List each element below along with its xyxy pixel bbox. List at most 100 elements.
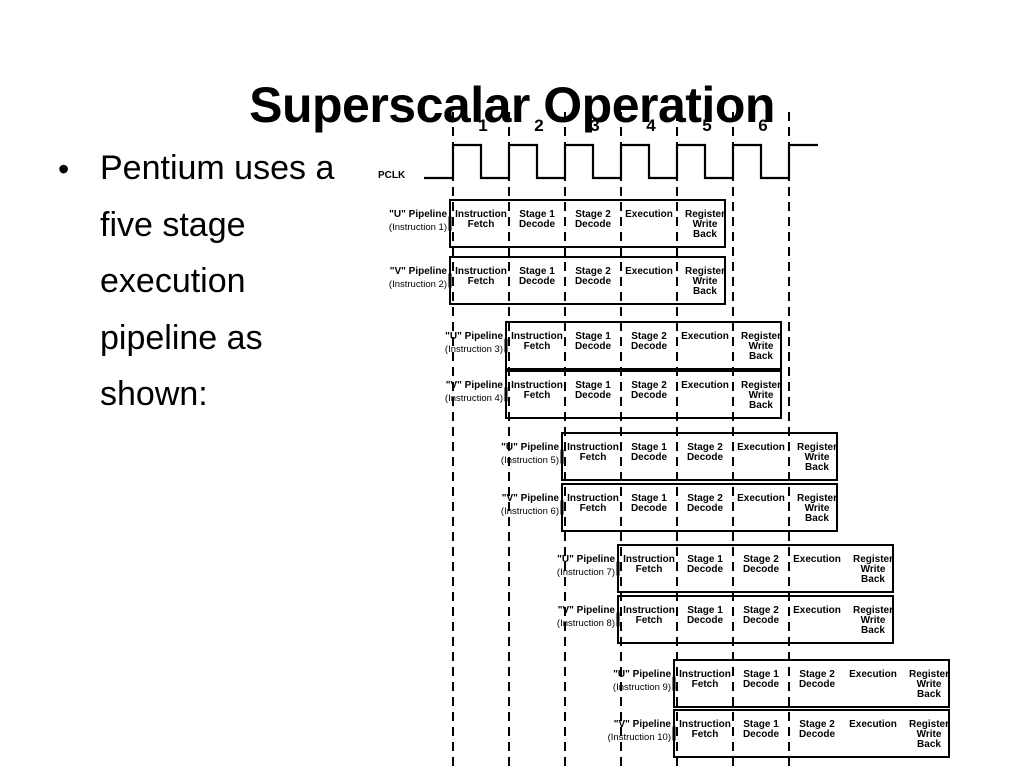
stage-label: Execution bbox=[681, 331, 729, 342]
pipeline-instruction-label: (Instruction 6) bbox=[501, 506, 559, 517]
stage-label: Instruction bbox=[567, 442, 619, 453]
stage-label: Execution bbox=[849, 669, 897, 680]
stage-label: Register bbox=[741, 331, 781, 342]
cycle-number-label: 1 bbox=[478, 116, 487, 135]
stage-label: Back bbox=[917, 689, 941, 700]
stage-label: Decode bbox=[743, 729, 780, 740]
cycle-number-label: 3 bbox=[590, 116, 599, 135]
stage-label: Instruction bbox=[567, 493, 619, 504]
stage-label: Fetch bbox=[580, 503, 607, 514]
stage-label: Instruction bbox=[623, 605, 675, 616]
stage-label: Register bbox=[797, 442, 837, 453]
stage-label: Instruction bbox=[623, 554, 675, 565]
stage-label: Stage 1 bbox=[743, 719, 779, 730]
stage-label: Stage 2 bbox=[799, 669, 835, 680]
stage-label: Instruction bbox=[679, 669, 731, 680]
stage-label: Stage 1 bbox=[519, 209, 555, 220]
stage-label: Stage 2 bbox=[575, 209, 611, 220]
stage-label: Fetch bbox=[636, 564, 663, 575]
slide-title: Superscalar Operation bbox=[249, 76, 775, 133]
cycle-number-label: 2 bbox=[534, 116, 543, 135]
stage-label: Stage 2 bbox=[631, 380, 667, 391]
stage-label: Stage 2 bbox=[743, 605, 779, 616]
stage-label: Register bbox=[797, 493, 837, 504]
stage-label: Stage 2 bbox=[687, 493, 723, 504]
stage-label: Write bbox=[861, 615, 886, 626]
stage-label: Register bbox=[741, 380, 781, 391]
stage-label: Stage 2 bbox=[575, 266, 611, 277]
stage-label: Decode bbox=[575, 219, 612, 230]
pipeline-name-label: "V" Pipeline bbox=[614, 719, 672, 730]
stage-label: Register bbox=[909, 669, 949, 680]
stage-label: Decode bbox=[799, 679, 836, 690]
stage-label: Instruction bbox=[455, 209, 507, 220]
stage-label: Write bbox=[693, 276, 718, 287]
stage-label: Decode bbox=[799, 729, 836, 740]
stage-label: Stage 1 bbox=[631, 493, 667, 504]
stage-label: Back bbox=[861, 625, 885, 636]
stage-label: Back bbox=[805, 462, 829, 473]
stage-label: Back bbox=[805, 513, 829, 524]
stage-label: Back bbox=[749, 400, 773, 411]
stage-label: Write bbox=[693, 219, 718, 230]
stage-label: Write bbox=[861, 564, 886, 575]
stage-label: Decode bbox=[575, 276, 612, 287]
pipeline-instruction-label: (Instruction 2) bbox=[389, 279, 447, 290]
pipeline-name-label: "U" Pipeline bbox=[613, 669, 671, 680]
stage-label: Stage 1 bbox=[631, 442, 667, 453]
stage-label: Back bbox=[693, 286, 717, 297]
stage-label: Decode bbox=[687, 503, 724, 514]
stage-label: Back bbox=[861, 574, 885, 585]
stage-label: Fetch bbox=[636, 615, 663, 626]
stage-label: Write bbox=[805, 503, 830, 514]
stage-label: Write bbox=[749, 341, 774, 352]
cycle-number-label: 4 bbox=[646, 116, 656, 135]
stage-label: Stage 1 bbox=[575, 331, 611, 342]
stage-label: Decode bbox=[743, 615, 780, 626]
stage-label: Stage 1 bbox=[575, 380, 611, 391]
stage-label: Stage 2 bbox=[743, 554, 779, 565]
stage-label: Decode bbox=[519, 219, 556, 230]
stage-label: Fetch bbox=[580, 452, 607, 463]
stage-label: Fetch bbox=[524, 341, 551, 352]
bullet-dot-icon: • bbox=[58, 151, 70, 187]
pipeline-instruction-label: (Instruction 1) bbox=[389, 222, 447, 233]
cycle-number-label: 5 bbox=[702, 116, 711, 135]
clock-waveform bbox=[424, 143, 818, 180]
stage-label: Decode bbox=[631, 503, 668, 514]
pipeline-instruction-label: (Instruction 7) bbox=[557, 567, 615, 578]
stage-label: Register bbox=[853, 554, 893, 565]
stage-label: Execution bbox=[849, 719, 897, 730]
pipeline-instruction-label: (Instruction 4) bbox=[445, 393, 503, 404]
stage-label: Register bbox=[853, 605, 893, 616]
clock-label: PCLK bbox=[378, 170, 406, 181]
pipeline-name-label: "V" Pipeline bbox=[502, 493, 560, 504]
stage-label: Execution bbox=[737, 493, 785, 504]
stage-label: Fetch bbox=[692, 679, 719, 690]
stage-label: Execution bbox=[793, 605, 841, 616]
stage-label: Register bbox=[909, 719, 949, 730]
pipeline-name-label: "V" Pipeline bbox=[446, 380, 504, 391]
stage-label: Stage 2 bbox=[799, 719, 835, 730]
stage-label: Execution bbox=[737, 442, 785, 453]
stage-label: Stage 1 bbox=[687, 554, 723, 565]
stage-label: Fetch bbox=[524, 390, 551, 401]
stage-label: Register bbox=[685, 266, 725, 277]
stage-label: Instruction bbox=[455, 266, 507, 277]
stage-label: Decode bbox=[631, 341, 668, 352]
stage-label: Fetch bbox=[692, 729, 719, 740]
stage-label: Back bbox=[917, 739, 941, 750]
stage-label: Fetch bbox=[468, 276, 495, 287]
stage-label: Decode bbox=[743, 679, 780, 690]
stage-label: Stage 1 bbox=[743, 669, 779, 680]
stage-label: Decode bbox=[631, 452, 668, 463]
pipeline-instruction-label: (Instruction 3) bbox=[445, 344, 503, 355]
stage-label: Write bbox=[917, 679, 942, 690]
stage-label: Decode bbox=[575, 390, 612, 401]
stage-label: Instruction bbox=[511, 380, 563, 391]
cycle-number-label: 6 bbox=[758, 116, 767, 135]
pipeline-instruction-label: (Instruction 8) bbox=[557, 618, 615, 629]
pipeline-name-label: "U" Pipeline bbox=[557, 554, 615, 565]
stage-label: Execution bbox=[625, 266, 673, 277]
